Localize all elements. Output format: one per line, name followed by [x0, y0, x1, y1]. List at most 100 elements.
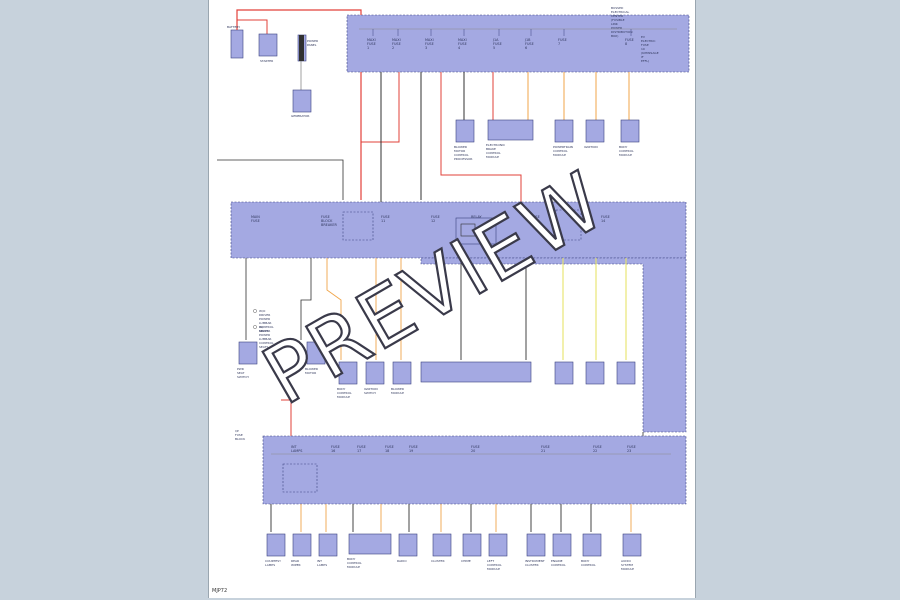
- mid-wire-c: [326, 258, 342, 360]
- sheet-id-label: MJP72: [212, 588, 228, 594]
- note-bullet: [253, 309, 257, 313]
- top-load-box: [487, 119, 534, 141]
- note-bullet: [253, 325, 257, 329]
- middle-load-box: [238, 341, 258, 365]
- bottom-fuse-box: [262, 435, 687, 505]
- power-panel-core: [299, 35, 304, 61]
- middle-fuse-label: RELAY: [471, 215, 483, 219]
- bottom-load-box: [318, 533, 338, 557]
- bottom-load-box: [432, 533, 452, 557]
- feed-wire-d: [440, 72, 522, 202]
- battery-label: BATTERY: [227, 25, 240, 29]
- relay-subbox: [455, 217, 497, 245]
- mid-wire-b: [300, 258, 312, 340]
- bottom-load-box: [552, 533, 572, 557]
- top-load-box: [554, 119, 574, 143]
- bottom-load-box: [462, 533, 482, 557]
- middle-load-box: [338, 361, 358, 385]
- bottom-load-label: RADIO: [397, 559, 407, 563]
- bottom-load-box: [348, 533, 392, 555]
- bottom-load-box: [622, 533, 642, 557]
- generator-label: GENERATOR: [291, 114, 309, 118]
- bottom-load-box: [526, 533, 546, 557]
- middle-box-extension: [420, 257, 687, 433]
- middle-load-box: [306, 341, 326, 365]
- bottom-load-box: [488, 533, 508, 557]
- top-fuse-box: [346, 14, 690, 73]
- bottom-load-box: [266, 533, 286, 557]
- feed-wire-b: [361, 72, 400, 143]
- top-load-label: IGNITION: [584, 145, 598, 149]
- top-load-box: [455, 119, 475, 143]
- bottom-feed-wire-red: [281, 399, 292, 436]
- middle-load-box: [392, 361, 412, 385]
- starter-component: [258, 33, 278, 57]
- bottom-load-label: CLUSTER: [431, 559, 445, 563]
- generator-component: [292, 89, 312, 113]
- feed-wire-f: [217, 159, 344, 200]
- middle-load-box: [365, 361, 385, 385]
- middle-load-box: [420, 361, 532, 383]
- middle-load-box: [585, 361, 605, 385]
- bottom-load-box: [582, 533, 602, 557]
- breaker-subbox: [342, 211, 374, 241]
- bottom-subbox: [282, 463, 318, 493]
- middle-load-box: [554, 361, 574, 385]
- middle-load-box: [616, 361, 636, 385]
- top-load-box: [585, 119, 605, 143]
- starter-label: STARTER: [260, 59, 273, 63]
- bottom-load-box: [398, 533, 418, 557]
- starter-feed-wire: [237, 19, 268, 34]
- battery-component: [230, 29, 244, 59]
- bottom-load-label: CHIME: [461, 559, 471, 563]
- top-load-box: [620, 119, 640, 143]
- relay-coil: [460, 223, 476, 237]
